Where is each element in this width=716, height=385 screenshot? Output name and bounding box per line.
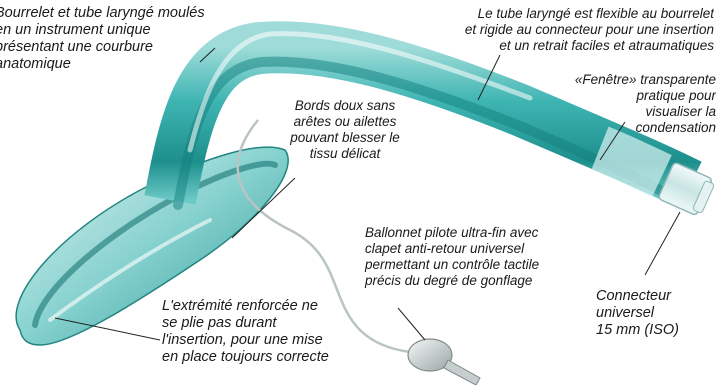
annotation-soft-edges-line: pouvant blesser le	[282, 130, 408, 146]
annotation-window-line: pratique pour	[560, 88, 716, 104]
annotation-window: «Fenêtre» transparente pratique pour vis…	[560, 72, 716, 136]
annotation-cuff-line: en un instrument unique	[0, 22, 205, 39]
annotation-cuff-line: anatomique	[0, 56, 205, 73]
annotation-window-line: «Fenêtre» transparente	[560, 72, 716, 88]
annotation-soft-edges: Bords doux sans arêtes ou ailettes pouva…	[282, 98, 408, 162]
annotation-soft-edges-line: tissu délicat	[282, 146, 408, 162]
annotation-flexible-tube-line: Le tube laryngé est flexible au bourrele…	[432, 6, 714, 22]
annotation-tip-line: L'extrémité renforcée ne	[162, 298, 329, 315]
annotation-connector-line: 15 mm (ISO)	[596, 322, 679, 339]
annotation-pilot-balloon: Ballonnet pilote ultra-fin avec clapet a…	[365, 225, 539, 289]
annotation-pilot-balloon-line: clapet anti-retour universel	[365, 241, 539, 257]
annotation-cuff-line: Bourrelet et tube laryngé moulés	[0, 5, 205, 22]
annotation-connector-line: universel	[596, 305, 679, 322]
pilot-balloon	[408, 339, 480, 385]
annotation-soft-edges-line: arêtes ou ailettes	[282, 114, 408, 130]
annotation-tip-line: l'insertion, pour une mise	[162, 332, 329, 349]
annotation-window-line: condensation	[560, 120, 716, 136]
annotation-tip-line: en place toujours correcte	[162, 349, 329, 366]
annotation-pilot-balloon-line: Ballonnet pilote ultra-fin avec	[365, 225, 539, 241]
transparent-window	[600, 148, 662, 176]
annotation-pilot-balloon-line: permettant un contrôle tactile	[365, 257, 539, 273]
annotation-flexible-tube-line: et un retrait faciles et atraumatiques	[432, 38, 714, 54]
annotation-connector-line: Connecteur	[596, 288, 679, 305]
annotation-pilot-balloon-line: précis du degré de gonflage	[365, 273, 539, 289]
annotation-tip: L'extrémité renforcée ne se plie pas dur…	[162, 298, 329, 366]
annotation-soft-edges-line: Bords doux sans	[282, 98, 408, 114]
annotation-flexible-tube: Le tube laryngé est flexible au bourrele…	[432, 6, 714, 54]
annotation-window-line: visualiser la	[560, 104, 716, 120]
annotation-connector: Connecteur universel 15 mm (ISO)	[596, 288, 679, 339]
annotation-flexible-tube-line: et rigide au connecteur pour une inserti…	[432, 22, 714, 38]
annotation-tip-line: se plie pas durant	[162, 315, 329, 332]
annotation-cuff: Bourrelet et tube laryngé moulés en un i…	[0, 5, 205, 73]
annotation-cuff-line: présentant une courbure	[0, 39, 205, 56]
